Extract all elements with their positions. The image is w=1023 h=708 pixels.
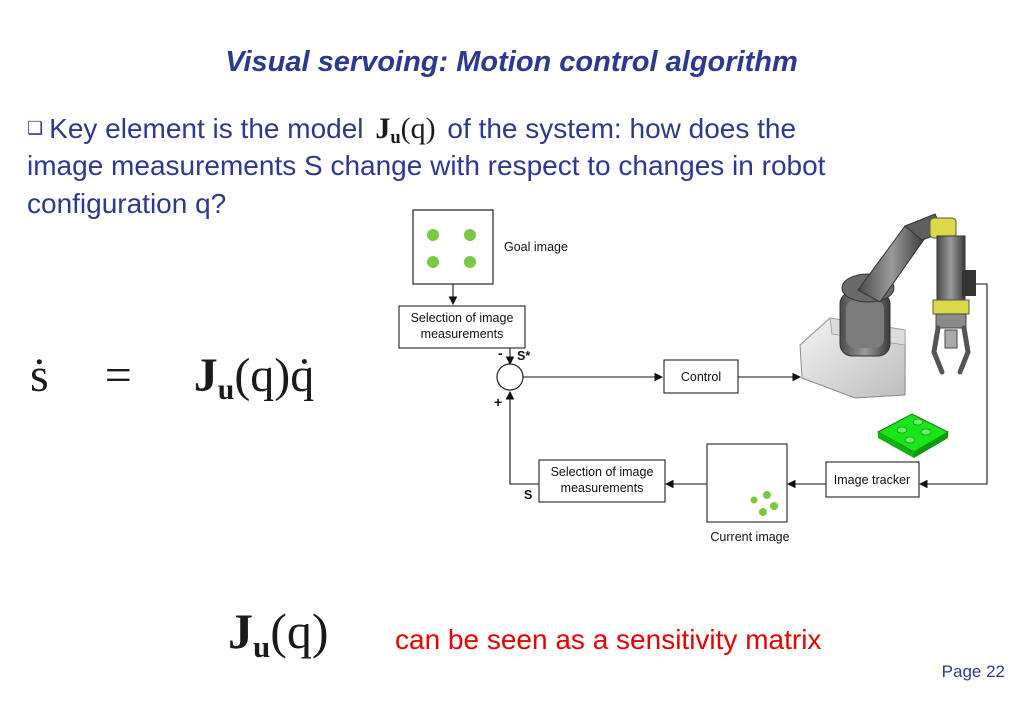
plus-sign: + — [494, 394, 502, 410]
bottom-jacobian-subscript: u — [253, 628, 271, 664]
bullet-marker-icon: ❏ — [27, 118, 44, 138]
bullet-line-2: image measurements S change with respect… — [27, 150, 826, 181]
selection-box-bottom — [538, 459, 666, 503]
eq-jacobian-j: J — [193, 349, 218, 402]
control-label: Control — [681, 370, 721, 384]
image-tracker-box — [825, 461, 920, 498]
summing-junction — [496, 363, 524, 391]
page-number: Page 22 — [941, 662, 1005, 681]
current-image-box — [706, 443, 788, 523]
selection-bottom-line2: measurements — [561, 481, 644, 495]
robot-arm-illustration — [799, 213, 976, 399]
eq-jacobian-subscript: u — [217, 373, 235, 407]
jacobian-subscript: u — [390, 127, 401, 149]
control-box — [663, 359, 739, 394]
current-feature-dot — [750, 496, 758, 504]
minus-sign: - — [498, 345, 503, 361]
q-dot: q̇ — [290, 349, 315, 402]
bullet-line-3: configuration q? — [27, 188, 227, 219]
s-label: S — [524, 488, 532, 502]
selection-top-line1: Selection of image — [411, 311, 514, 325]
goal-feature-dot — [427, 256, 439, 268]
selection-bottom-line1: Selection of image — [551, 465, 654, 479]
bottom-jacobian-j: J — [228, 603, 253, 659]
jacobian-bottom: Ju(q) — [228, 602, 329, 664]
main-equation: ṡ = Ju(q)q̇ — [30, 348, 315, 407]
bullet-line-1: ❏Key element is the model Ju(q) of the s… — [27, 112, 797, 149]
bottom-jacobian-arg: (q) — [270, 603, 329, 659]
goal-image-box — [412, 209, 494, 285]
target-block-illustration — [876, 413, 950, 458]
goal-image-label: Goal image — [504, 240, 568, 254]
jacobian-arg: (q) — [400, 112, 436, 145]
s-dot: ṡ — [30, 349, 49, 402]
image-tracker-label: Image tracker — [834, 473, 910, 487]
goal-feature-dot — [464, 229, 476, 241]
current-feature-dot — [759, 508, 767, 516]
current-feature-dot — [763, 491, 771, 499]
current-image-label: Current image — [710, 530, 789, 544]
bullet-text-after: of the system: how does the — [447, 113, 797, 144]
selection-top-line2: measurements — [421, 327, 504, 341]
current-feature-dot — [770, 502, 778, 510]
goal-feature-dot — [427, 229, 439, 241]
goal-feature-dot — [464, 256, 476, 268]
control-loop-diagram: Goal image Selection of image measuremen… — [398, 209, 988, 544]
sensitivity-note: can be seen as a sensitivity matrix — [395, 624, 822, 655]
jacobian-inline: Ju(q) — [375, 112, 436, 149]
selection-box-top — [398, 305, 526, 349]
jacobian-j: J — [375, 112, 391, 145]
bullet-text-before: Key element is the model — [49, 113, 364, 144]
slide-title: Visual servoing: Motion control algorith… — [225, 46, 798, 78]
equals-sign: = — [104, 349, 132, 402]
eq-jacobian-arg: (q) — [234, 349, 291, 402]
s-star-label: S* — [517, 349, 530, 363]
